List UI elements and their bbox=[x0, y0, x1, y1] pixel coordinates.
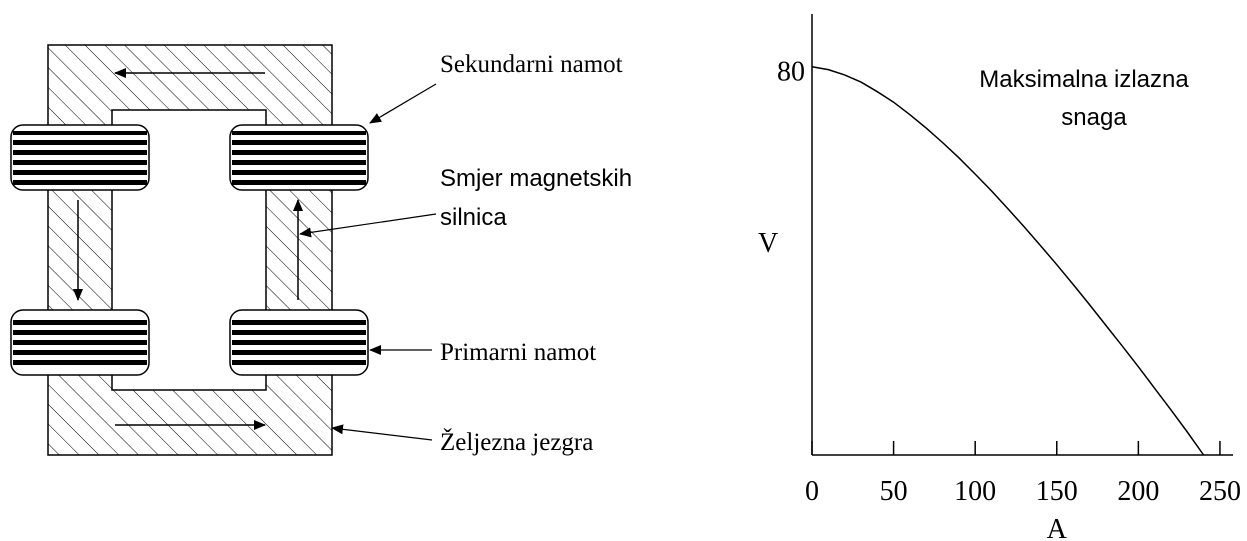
chart-annotation-line1: Maksimalna izlazna bbox=[979, 66, 1189, 93]
secondary-winding-pointer bbox=[369, 83, 437, 124]
flux-direction-label-line2: silnica bbox=[440, 204, 507, 231]
series-line bbox=[811, 65, 1205, 456]
transformer-diagram: Sekundarni namot Smjer magnetskih silnic… bbox=[10, 44, 632, 456]
flux-direction-label-line1: Smjer magnetskih bbox=[440, 165, 632, 192]
iron-core-label: Željezna jezgra bbox=[440, 428, 593, 456]
primary-winding-right bbox=[229, 309, 369, 376]
y-ticks: 80 bbox=[777, 57, 805, 88]
flux-direction-pointer bbox=[299, 213, 437, 238]
y-tick-label: 80 bbox=[777, 57, 805, 88]
secondary-winding-left bbox=[10, 124, 150, 191]
x-axis-label: A bbox=[1047, 514, 1068, 541]
x-tick-label: 200 bbox=[1117, 476, 1159, 507]
iron-core bbox=[47, 44, 333, 456]
secondary-winding-right bbox=[229, 124, 369, 191]
primary-winding-label: Primarni namot bbox=[440, 339, 596, 366]
x-tick-label: 150 bbox=[1036, 476, 1078, 507]
y-axis-label: V bbox=[758, 228, 778, 259]
power-curve-chart: 0 50 100 150 200 250 80 V A Maksimalna izlazn… bbox=[758, 14, 1241, 541]
secondary-winding-label: Sekundarni namot bbox=[440, 51, 623, 78]
primary-winding-left bbox=[10, 309, 150, 376]
x-tick-label: 50 bbox=[880, 476, 908, 507]
x-ticks: 0 50 100 150 200 250 bbox=[805, 441, 1241, 507]
x-tick-label: 250 bbox=[1199, 476, 1241, 507]
x-tick-label: 0 bbox=[805, 476, 819, 507]
iron-core-pointer bbox=[331, 424, 433, 441]
chart-annotation-line2: snaga bbox=[1061, 104, 1127, 131]
x-tick-label: 100 bbox=[954, 476, 996, 507]
